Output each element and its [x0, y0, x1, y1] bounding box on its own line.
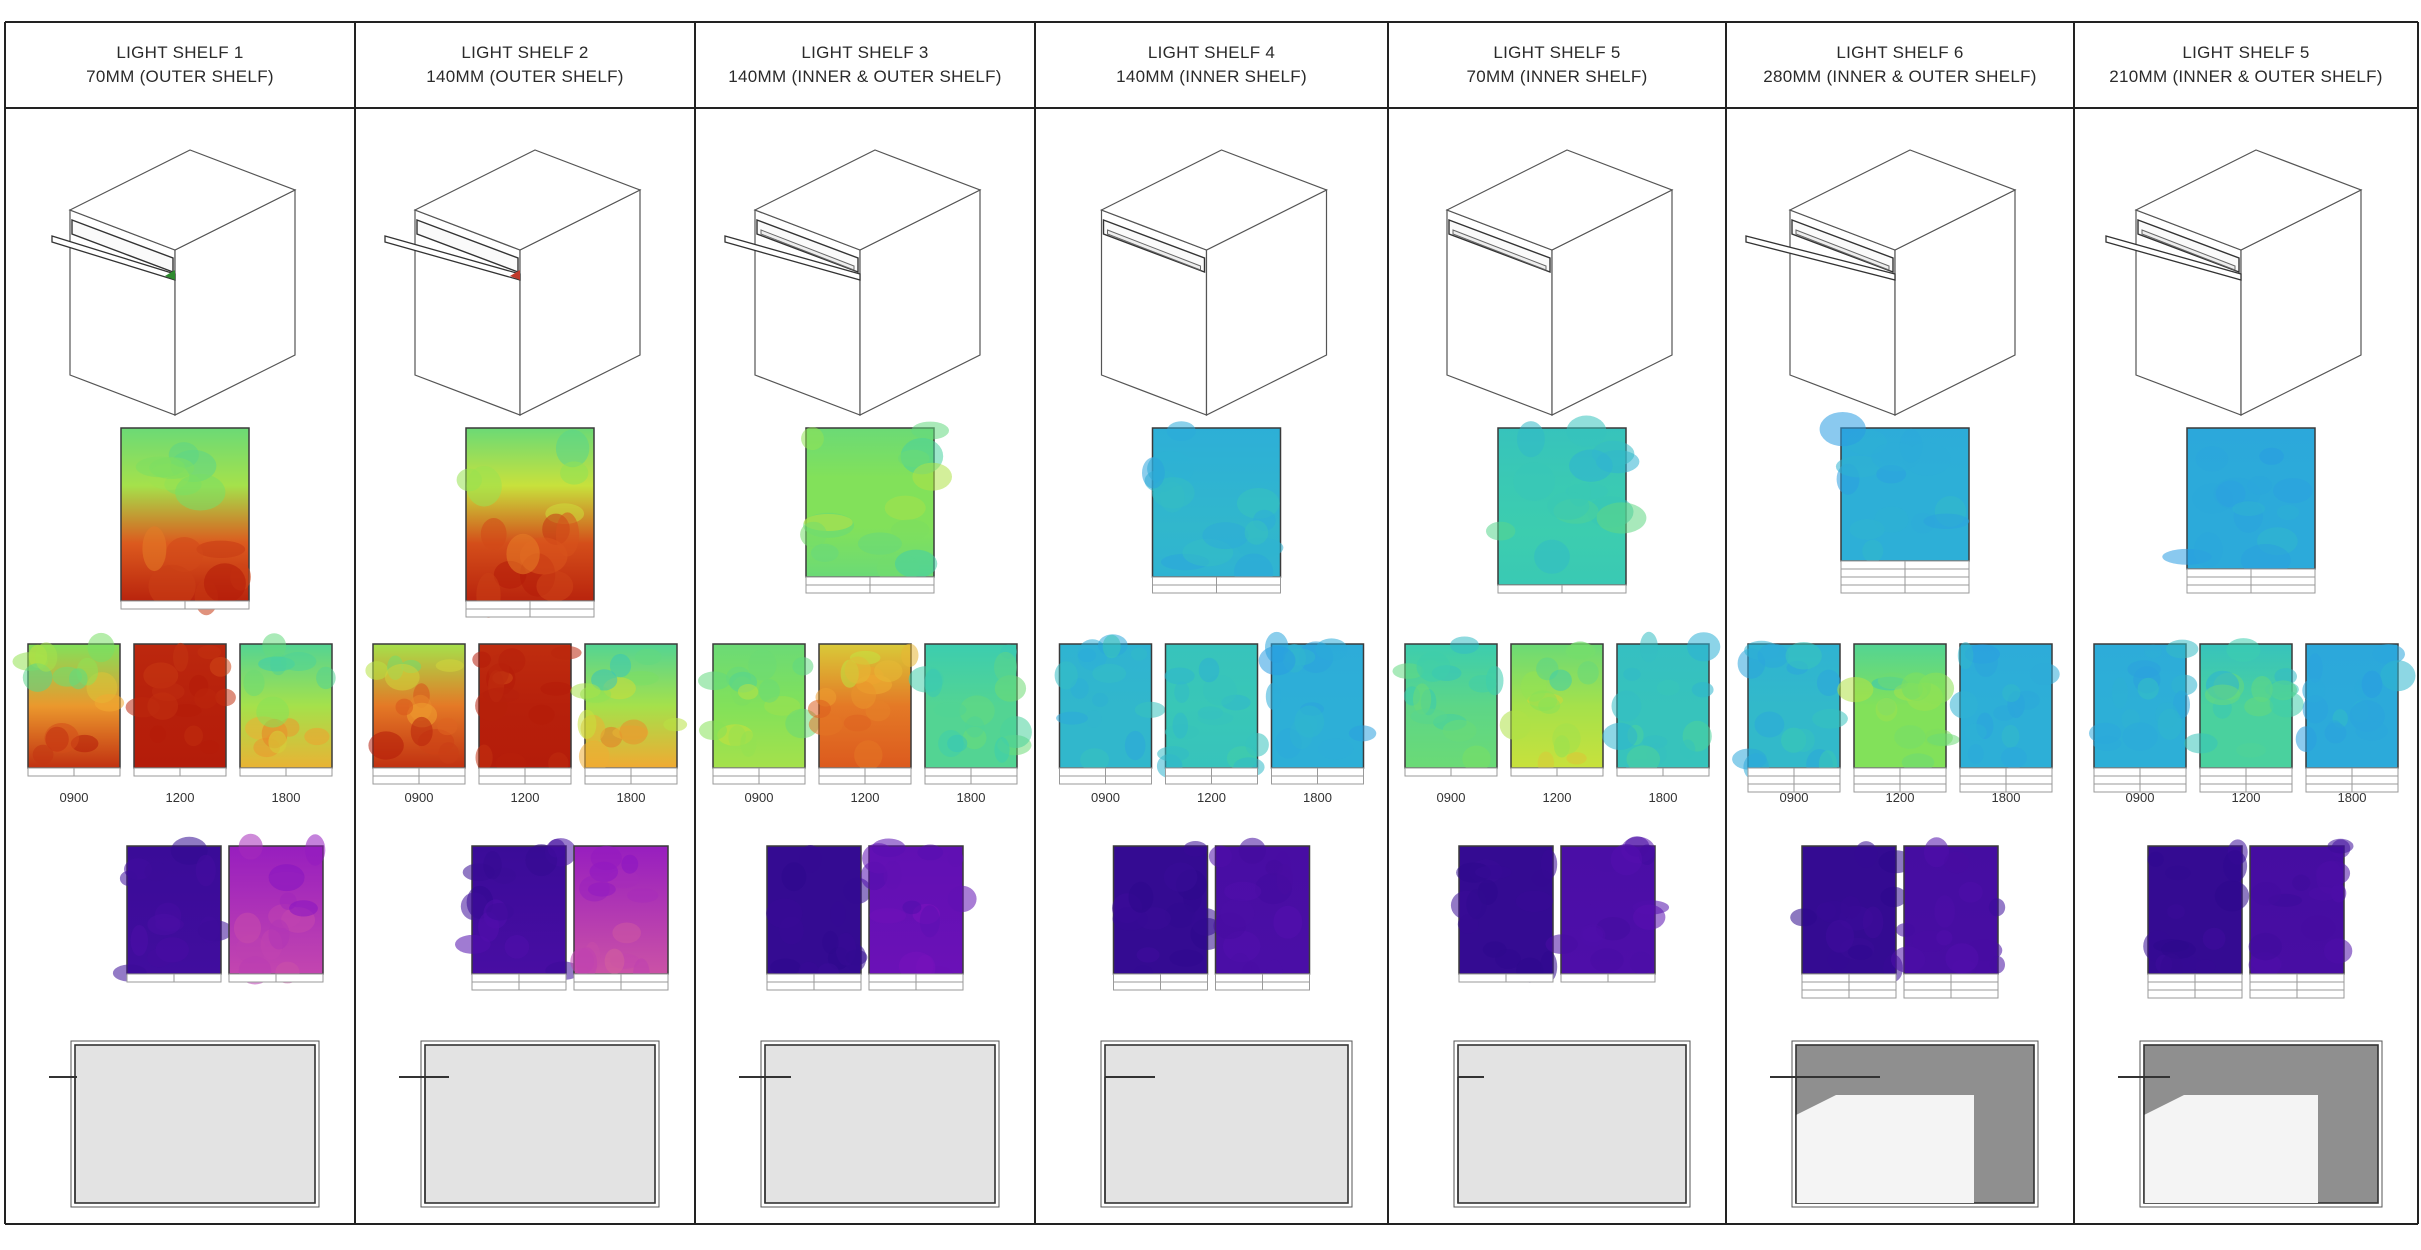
time-label: 1200	[1542, 790, 1572, 805]
shelf-title: LIGHT SHELF 3	[801, 43, 929, 62]
time-label: 0900	[1436, 790, 1466, 805]
room-outline	[70, 1040, 320, 1208]
room-plan	[424, 1044, 656, 1204]
column-header: LIGHT SHELF 6 280MM (INNER & OUTER SHELF)	[1726, 22, 2074, 108]
inner-shelf	[760, 229, 855, 271]
plan-section	[1770, 1040, 2039, 1208]
room-outline	[760, 1040, 1000, 1208]
shelf-column	[1732, 149, 2060, 1208]
box-top-face	[68, 149, 297, 251]
inner-shelf	[1107, 229, 1201, 271]
shelf-column	[1392, 149, 1721, 1208]
time-label: 1200	[165, 790, 195, 805]
column-header: LIGHT SHELF 5 70MM (INNER SHELF)	[1388, 22, 1726, 108]
plan-section	[2118, 1040, 2383, 1208]
isometric-model	[1745, 149, 2017, 416]
time-label: 1200	[1885, 790, 1915, 805]
room-outline	[1100, 1040, 1353, 1208]
shelf-subtitle: 210MM (INNER & OUTER SHELF)	[2109, 67, 2383, 86]
isometric-model	[384, 149, 642, 416]
column-header: LIGHT SHELF 1 70MM (OUTER SHELF)	[5, 22, 355, 108]
isometric-model	[51, 149, 297, 416]
isometric-model	[2105, 149, 2363, 416]
shelf-column	[12, 149, 336, 1208]
room-plan	[1104, 1044, 1349, 1204]
time-label: 1800	[956, 790, 986, 805]
time-label: 1200	[2231, 790, 2261, 805]
isometric-model	[724, 149, 982, 416]
shelf-title: LIGHT SHELF 6	[1836, 43, 1964, 62]
shelf-subtitle: 70MM (OUTER SHELF)	[86, 67, 274, 86]
shelf-title: LIGHT SHELF 2	[461, 43, 589, 62]
box-top-face	[2134, 149, 2363, 251]
time-label: 1800	[2337, 790, 2367, 805]
room-outline	[1453, 1040, 1691, 1208]
room-plan	[764, 1044, 996, 1204]
room-plan	[74, 1044, 316, 1204]
shelf-column	[365, 149, 688, 1208]
inner-shelf	[2141, 229, 2236, 271]
outer-shelf	[2105, 235, 2242, 281]
shelf-title: LIGHT SHELF 1	[116, 43, 244, 62]
plan-section	[739, 1040, 1000, 1208]
column-header: LIGHT SHELF 3 140MM (INNER & OUTER SHELF)	[695, 22, 1035, 108]
room-outline	[2139, 1040, 2383, 1208]
time-label: 1800	[1303, 790, 1332, 805]
isometric-model	[1100, 149, 1328, 416]
daylit-zone	[2144, 1095, 2318, 1203]
shelf-subtitle: 280MM (INNER & OUTER SHELF)	[1763, 67, 2037, 86]
section-marker-icon	[510, 270, 520, 280]
time-label: 1800	[271, 790, 301, 805]
time-label: 0900	[59, 790, 89, 805]
inner-shelf	[1795, 229, 1890, 271]
shelf-subtitle: 140MM (INNER & OUTER SHELF)	[728, 67, 1002, 86]
section-marker-icon	[165, 270, 175, 280]
box-top-face	[753, 149, 982, 251]
shelf-subtitle: 140MM (OUTER SHELF)	[426, 67, 624, 86]
plan-section	[1100, 1040, 1353, 1208]
time-label: 0900	[744, 790, 774, 805]
time-label: 1200	[1197, 790, 1226, 805]
time-label: 0900	[2125, 790, 2155, 805]
time-label: 0900	[404, 790, 434, 805]
column-header: LIGHT SHELF 5 210MM (INNER & OUTER SHELF)	[2074, 22, 2418, 108]
daylit-zone	[1796, 1095, 1974, 1203]
shelf-title: LIGHT SHELF 5	[2182, 43, 2310, 62]
shelf-column	[1054, 149, 1377, 1208]
plan-section	[1453, 1040, 1691, 1208]
outer-shelf	[724, 235, 861, 281]
time-label: 1800	[1991, 790, 2021, 805]
shelf-column	[2089, 149, 2416, 1208]
column-header: LIGHT SHELF 2 140MM (OUTER SHELF)	[355, 22, 695, 108]
room-outline	[1791, 1040, 2039, 1208]
outer-shelf	[1745, 235, 1896, 281]
shelf-subtitle: 140MM (INNER SHELF)	[1116, 67, 1307, 86]
time-label: 0900	[1779, 790, 1809, 805]
box-top-face	[1445, 149, 1674, 251]
box-top-face	[1788, 149, 2017, 251]
isometric-model	[1445, 149, 1674, 416]
time-label: 1800	[1648, 790, 1678, 805]
plan-section	[49, 1040, 320, 1208]
shelf-column	[698, 149, 1032, 1208]
shelf-title: LIGHT SHELF 4	[1147, 43, 1276, 62]
time-label: 0900	[1091, 790, 1120, 805]
room-plan	[1457, 1044, 1687, 1204]
column-header: LIGHT SHELF 4 140MM (INNER SHELF)	[1035, 22, 1388, 108]
inner-shelf	[1452, 229, 1547, 271]
time-label: 1200	[510, 790, 540, 805]
plan-section	[399, 1040, 660, 1208]
shelf-subtitle: 70MM (INNER SHELF)	[1466, 67, 1648, 86]
time-label: 1200	[850, 790, 880, 805]
time-label: 1800	[616, 790, 646, 805]
shelf-title: LIGHT SHELF 5	[1493, 43, 1621, 62]
box-top-face	[413, 149, 642, 251]
room-outline	[420, 1040, 660, 1208]
box-top-face	[1100, 149, 1328, 251]
